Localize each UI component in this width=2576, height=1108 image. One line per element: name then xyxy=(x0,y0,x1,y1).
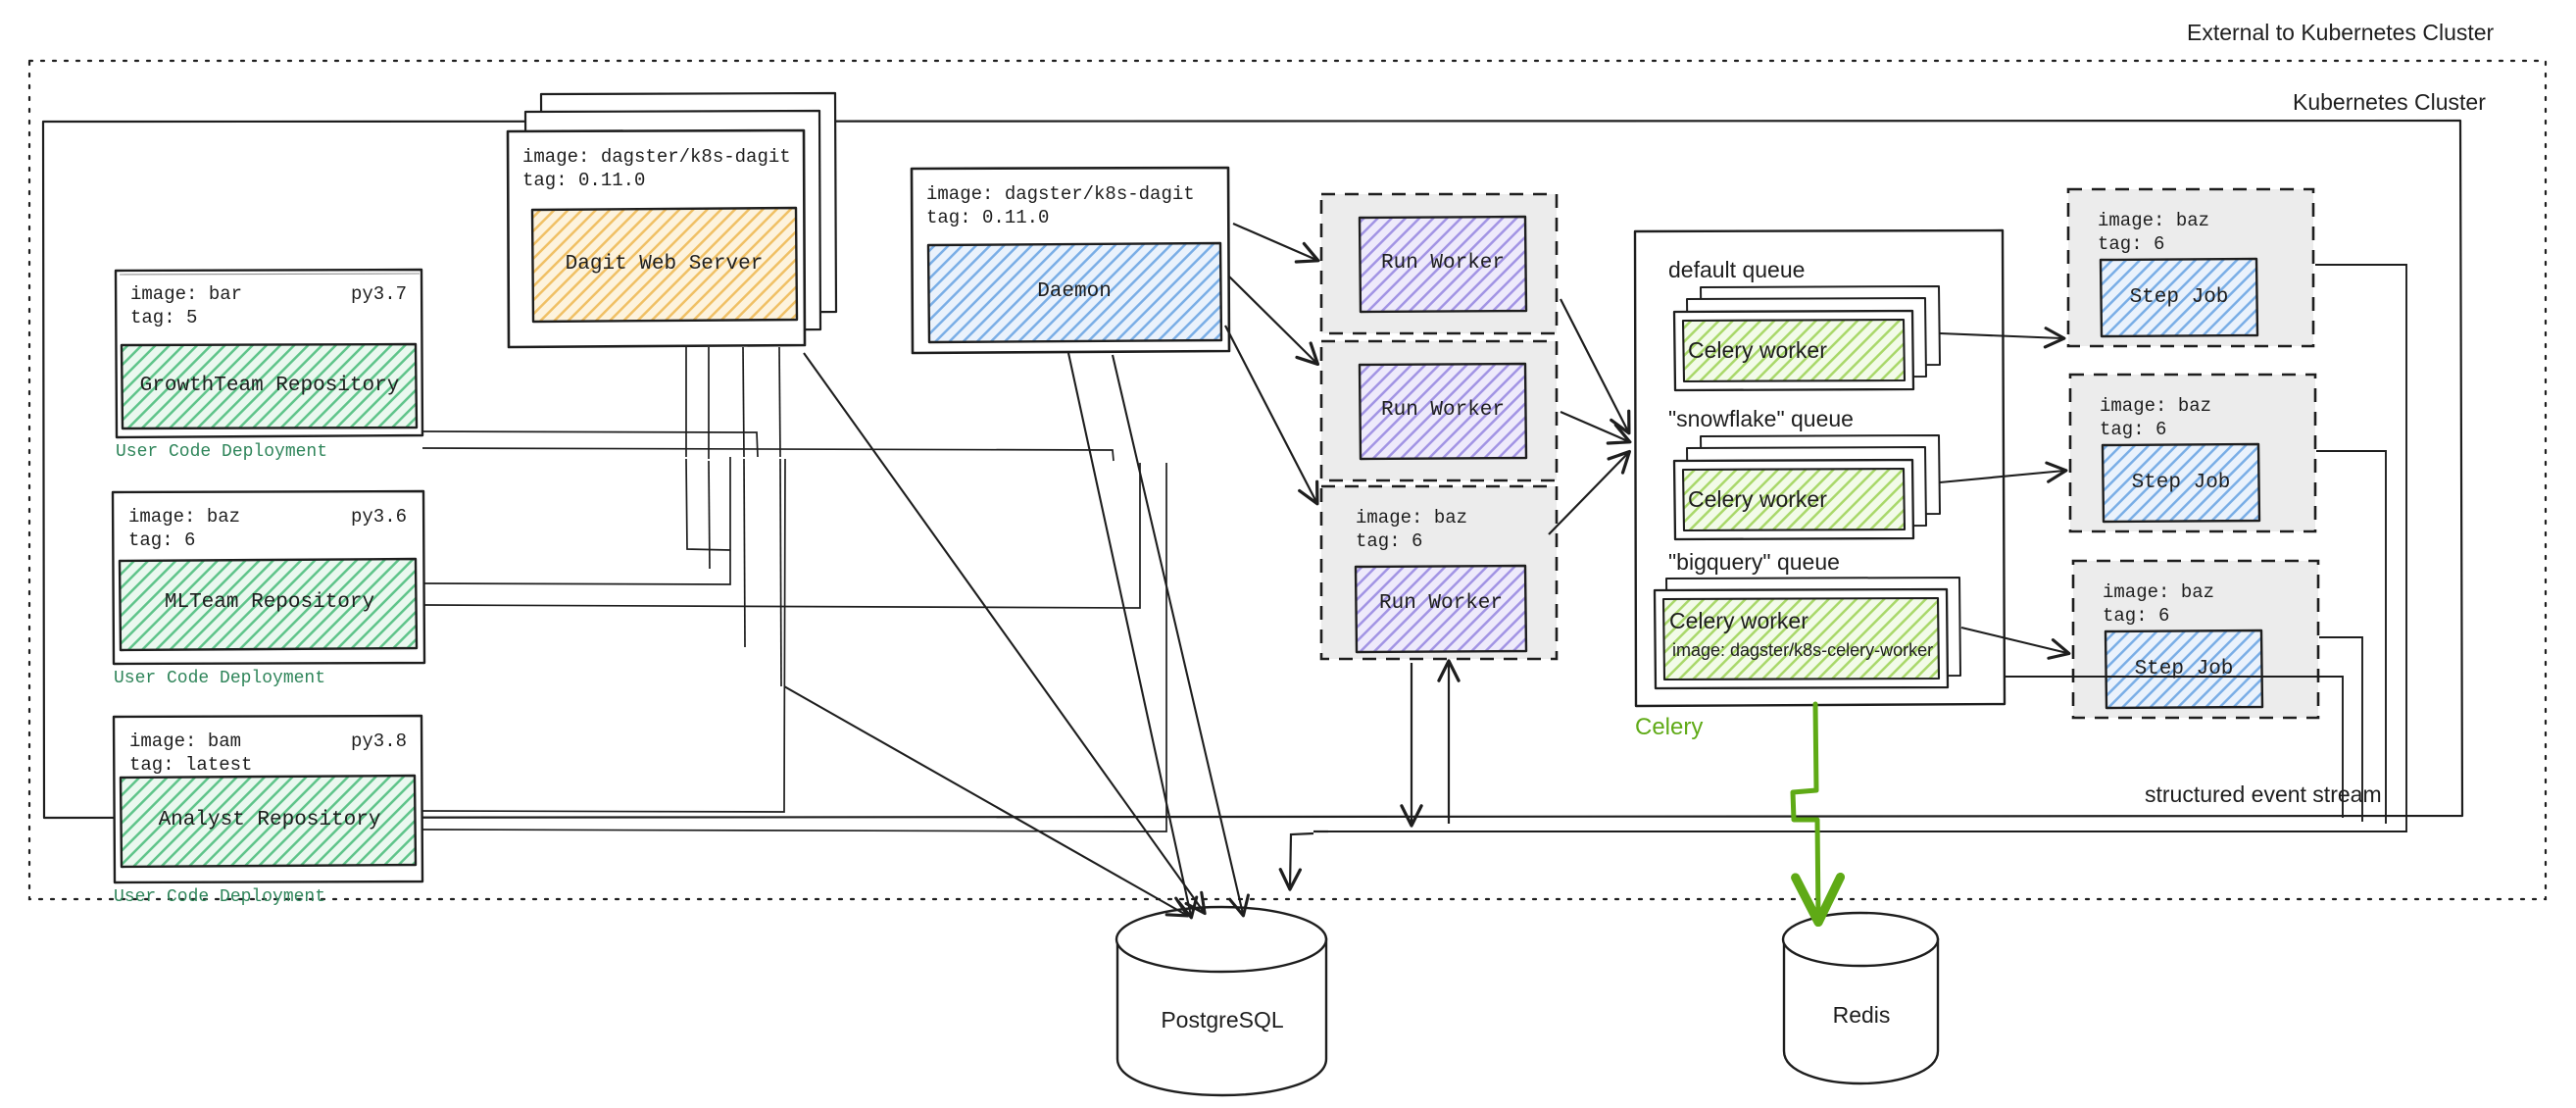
celery-to-step-job-arrows xyxy=(1939,327,2071,660)
deployment-3-tag: tag: latest xyxy=(129,754,253,776)
deployment-3-python-version: py3.8 xyxy=(351,730,408,752)
to-postgres-arrows xyxy=(783,352,1250,920)
deployment-2-tag: tag: 6 xyxy=(128,529,196,551)
deployment-2-image: image: baz xyxy=(128,506,241,528)
step-job-2-title: Step Job xyxy=(2131,472,2231,494)
deployment-3-footer: User Code Deployment xyxy=(114,887,326,907)
structured-event-stream-label: structured event stream xyxy=(2145,781,2382,807)
step-job-2-tag: tag: 6 xyxy=(2100,419,2167,440)
step-job-container-1[interactable] xyxy=(2066,187,2315,348)
celery-queue-1-name: default queue xyxy=(1668,257,1806,282)
event-stream-bus xyxy=(1328,264,2407,832)
deployment-1-python-version: py3.7 xyxy=(351,283,408,305)
user-code-deployment-2[interactable] xyxy=(111,489,426,666)
run-worker-3-tag: tag: 6 xyxy=(1356,530,1423,552)
deployment-2-repository: MLTeam Repository xyxy=(164,591,375,614)
celery-box[interactable] xyxy=(1633,228,2006,708)
daemon-tag: tag: 0.11.0 xyxy=(926,207,1050,228)
celery-label: Celery xyxy=(1635,714,1704,740)
daemon-image: image: dagster/k8s-dagit xyxy=(926,183,1195,205)
run-worker-to-celery-arrows xyxy=(1548,298,1632,535)
user-code-deployment-1[interactable] xyxy=(114,268,424,439)
deployment-3-image: image: bam xyxy=(129,730,242,752)
celery-queue-2-name: "snowflake" queue xyxy=(1668,406,1854,431)
external-boundary-label: External to Kubernetes Cluster xyxy=(2187,20,2495,45)
step-job-1-title: Step Job xyxy=(2129,286,2229,309)
daemon-to-run-worker-arrows xyxy=(1224,222,1320,506)
run-worker-container-2[interactable] xyxy=(1319,339,1559,482)
kubernetes-cluster-boundary xyxy=(41,119,2464,820)
dagit-tag: tag: 0.11.0 xyxy=(522,170,646,191)
deployment-1-image: image: bar xyxy=(130,283,243,305)
step-job-container-2[interactable] xyxy=(2068,373,2317,533)
kubernetes-cluster-label: Kubernetes Cluster xyxy=(2293,89,2486,115)
deployment-1-tag: tag: 5 xyxy=(130,307,198,328)
step-job-3-tag: tag: 6 xyxy=(2103,605,2170,627)
run-worker-1-title: Run Worker xyxy=(1380,252,1506,275)
repo-connector-lines xyxy=(421,346,1167,832)
step-job-3-image: image: baz xyxy=(2103,581,2215,603)
dagit-title: Dagit Web Server xyxy=(565,253,764,276)
step-job-3-title: Step Job xyxy=(2134,658,2234,680)
deployment-1-footer: User Code Deployment xyxy=(116,442,328,462)
deployment-1-repository: GrowthTeam Repository xyxy=(139,375,400,397)
external-boundary xyxy=(27,59,2548,901)
step-job-1-image: image: baz xyxy=(2098,210,2210,231)
daemon-box[interactable] xyxy=(910,166,1231,355)
step-job-1-tag: tag: 6 xyxy=(2098,233,2165,255)
celery-queue-3-name: "bigquery" queue xyxy=(1668,549,1840,575)
deployment-2-python-version: py3.6 xyxy=(351,506,408,528)
step-job-2-image: image: baz xyxy=(2100,395,2212,417)
celery-queue-3-worker: Celery worker xyxy=(1669,608,1808,633)
dagit-image: image: dagster/k8s-dagit xyxy=(522,146,791,168)
run-worker-container-1[interactable] xyxy=(1319,192,1559,335)
run-worker-3-title: Run Worker xyxy=(1378,592,1504,615)
celery-to-redis-arrow xyxy=(1790,701,1846,928)
deployment-3-repository: Analyst Repository xyxy=(158,809,381,831)
redis-label: Redis xyxy=(1832,1002,1891,1028)
user-code-deployment-3[interactable] xyxy=(112,714,424,884)
postgresql-label: PostgreSQL xyxy=(1161,1007,1284,1032)
daemon-title: Daemon xyxy=(1037,280,1112,303)
celery-queue-1-worker: Celery worker xyxy=(1688,337,1827,363)
celery-queue-3-worker-image: image: dagster/k8s-celery-worker xyxy=(1672,640,1934,660)
database-postgresql[interactable] xyxy=(1115,905,1328,1097)
run-worker-container-3[interactable] xyxy=(1319,484,1559,661)
database-redis[interactable] xyxy=(1781,911,1940,1085)
step-job-container-3[interactable] xyxy=(2071,559,2320,720)
run-worker-postgres-arrows xyxy=(1278,659,1461,891)
celery-queue-2-worker: Celery worker xyxy=(1688,486,1827,512)
dagit-web-server-stack[interactable] xyxy=(506,91,838,349)
deployment-2-footer: User Code Deployment xyxy=(114,669,326,688)
run-worker-2-title: Run Worker xyxy=(1380,399,1506,422)
run-worker-3-image: image: baz xyxy=(1356,507,1468,529)
